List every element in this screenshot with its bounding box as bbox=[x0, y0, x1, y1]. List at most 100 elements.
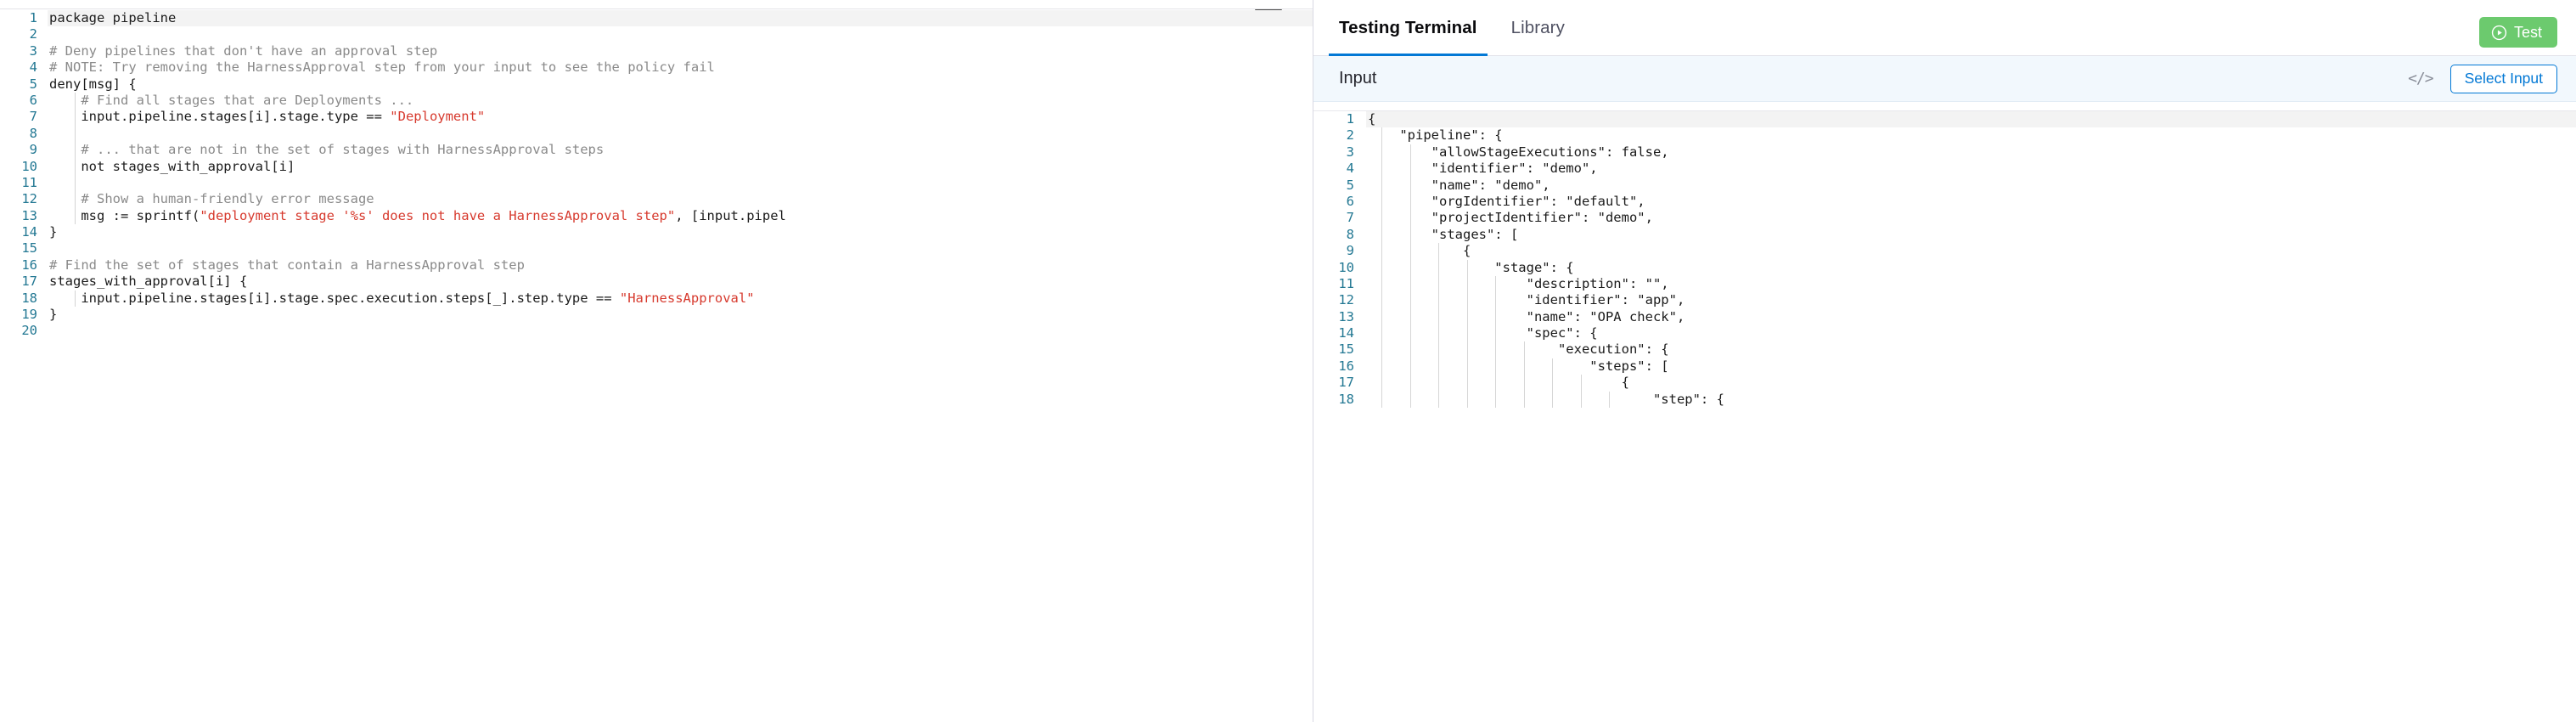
json-line[interactable]: 10 "stage": { bbox=[1313, 259, 2576, 276]
line-number: 6 bbox=[29, 92, 37, 108]
indent-guide bbox=[1381, 177, 1382, 194]
json-line[interactable]: 11 "description": "", bbox=[1313, 275, 2576, 293]
code-line[interactable]: 10 not stages_with_approval[i] bbox=[0, 158, 1313, 175]
line-number: 9 bbox=[29, 142, 37, 158]
code-view-icon[interactable]: </> bbox=[2408, 70, 2433, 87]
json-line[interactable]: 18 "step": { bbox=[1313, 391, 2576, 409]
json-line[interactable]: 2 "pipeline": { bbox=[1313, 127, 2576, 144]
code-line[interactable]: 18 input.pipeline.stages[i].stage.spec.e… bbox=[0, 290, 1313, 307]
code-line[interactable]: 2 bbox=[0, 26, 1313, 42]
json-text: { bbox=[1368, 111, 1376, 127]
code-text: package pipeline bbox=[49, 10, 177, 25]
indent-guide bbox=[1438, 292, 1439, 309]
code-line[interactable]: 15 bbox=[0, 240, 1313, 257]
line-number: 18 bbox=[21, 290, 37, 306]
code-line[interactable]: 4# NOTE: Try removing the HarnessApprova… bbox=[0, 59, 1313, 76]
indent-guide bbox=[1381, 325, 1382, 342]
indent-guide bbox=[1381, 210, 1382, 227]
line-number: 20 bbox=[21, 323, 37, 339]
code-line[interactable]: 13 msg := sprintf("deployment stage '%s'… bbox=[0, 207, 1313, 225]
code-line[interactable]: 6 # Find all stages that are Deployments… bbox=[0, 92, 1313, 110]
indent-guide bbox=[1381, 358, 1382, 375]
line-number: 14 bbox=[21, 224, 37, 240]
json-text: "step": { bbox=[1368, 391, 1724, 407]
indent-guide bbox=[1552, 375, 1553, 392]
code-line[interactable]: 12 # Show a human-friendly error message bbox=[0, 191, 1313, 208]
line-number: 17 bbox=[21, 274, 37, 290]
indent-guide bbox=[1495, 325, 1496, 342]
line-number: 1 bbox=[1346, 111, 1354, 127]
select-input-button[interactable]: Select Input bbox=[2449, 64, 2557, 93]
code-text: } bbox=[49, 307, 58, 323]
indent-guide bbox=[1438, 243, 1439, 260]
json-line[interactable]: 5 "name": "demo", bbox=[1313, 177, 2576, 194]
json-line[interactable]: 3 "allowStageExecutions": false, bbox=[1313, 144, 2576, 161]
indent-guide bbox=[1409, 161, 1411, 178]
json-line[interactable]: 15 "execution": { bbox=[1313, 341, 2576, 358]
play-circle-icon bbox=[2491, 25, 2507, 41]
json-line[interactable]: 9 { bbox=[1313, 243, 2576, 260]
tab-testing-terminal[interactable]: Testing Terminal bbox=[1322, 0, 1494, 56]
tab-library[interactable]: Library bbox=[1494, 0, 1582, 56]
indent-guide bbox=[1523, 358, 1525, 375]
line-number: 11 bbox=[1338, 275, 1354, 291]
line-number: 10 bbox=[21, 158, 37, 174]
indent-guide bbox=[1438, 341, 1439, 358]
input-toolbar: Input </> Select Input bbox=[1313, 56, 2576, 102]
json-line[interactable]: 16 "steps": [ bbox=[1313, 358, 2576, 375]
test-button[interactable]: Test bbox=[2478, 17, 2557, 48]
indent-guide bbox=[1466, 391, 1468, 409]
code-line[interactable]: 20 bbox=[0, 323, 1313, 339]
indent-guide bbox=[1381, 243, 1382, 260]
json-line[interactable]: 17 { bbox=[1313, 375, 2576, 392]
code-line[interactable]: 8 bbox=[0, 125, 1313, 143]
current-line-highlight bbox=[1366, 111, 2576, 128]
indent-guide bbox=[1381, 275, 1382, 293]
code-text: # Deny pipelines that don't have an appr… bbox=[49, 42, 438, 59]
json-line[interactable]: 13 "name": "OPA check", bbox=[1313, 308, 2576, 326]
code-line[interactable]: 3# Deny pipelines that don't have an app… bbox=[0, 43, 1313, 59]
code-line[interactable]: 16# Find the set of stages that contain … bbox=[0, 257, 1313, 274]
json-text: "name": "demo", bbox=[1368, 177, 1550, 193]
code-line[interactable]: 14} bbox=[0, 224, 1313, 240]
json-text: "name": "OPA check", bbox=[1368, 308, 1685, 324]
indent-guide bbox=[1495, 341, 1496, 358]
code-line[interactable]: 11 bbox=[0, 174, 1313, 192]
indent-guide bbox=[1495, 391, 1496, 409]
line-number: 7 bbox=[29, 109, 37, 125]
indent-guide bbox=[1381, 375, 1382, 392]
json-code-area[interactable]: 1{2 "pipeline": {3 "allowStageExecutions… bbox=[1313, 111, 2576, 409]
json-line[interactable]: 1{ bbox=[1313, 111, 2576, 128]
json-line[interactable]: 8 "stages": [ bbox=[1313, 226, 2576, 244]
indent-guide bbox=[1381, 391, 1382, 409]
code-text: # NOTE: Try removing the HarnessApproval… bbox=[49, 59, 715, 76]
code-text: # Find the set of stages that contain a … bbox=[49, 257, 525, 273]
code-line[interactable]: 7 input.pipeline.stages[i].stage.type ==… bbox=[0, 109, 1313, 126]
indent-guide bbox=[1409, 259, 1411, 276]
json-text: "identifier": "app", bbox=[1368, 292, 1685, 308]
indent-guide bbox=[1580, 391, 1582, 409]
indent-guide bbox=[1552, 391, 1553, 409]
json-line[interactable]: 6 "orgIdentifier": "default", bbox=[1313, 193, 2576, 211]
indent-guide bbox=[1409, 144, 1411, 161]
json-line[interactable]: 4 "identifier": "demo", bbox=[1313, 161, 2576, 178]
code-line[interactable]: 19} bbox=[0, 307, 1313, 323]
json-line[interactable]: 12 "identifier": "app", bbox=[1313, 292, 2576, 309]
indent-guide bbox=[1438, 358, 1439, 375]
indent-guide bbox=[1495, 375, 1496, 392]
line-number: 6 bbox=[1346, 193, 1354, 209]
indent-guide bbox=[1381, 161, 1382, 178]
line-number: 19 bbox=[21, 307, 37, 323]
json-line[interactable]: 7 "projectIdentifier": "demo", bbox=[1313, 210, 2576, 227]
line-number: 15 bbox=[1338, 341, 1354, 358]
code-line[interactable]: 9 # ... that are not in the set of stage… bbox=[0, 142, 1313, 159]
json-line[interactable]: 14 "spec": { bbox=[1313, 325, 2576, 342]
code-text: # ... that are not in the set of stages … bbox=[49, 142, 605, 158]
json-text: "stage": { bbox=[1368, 259, 1574, 275]
